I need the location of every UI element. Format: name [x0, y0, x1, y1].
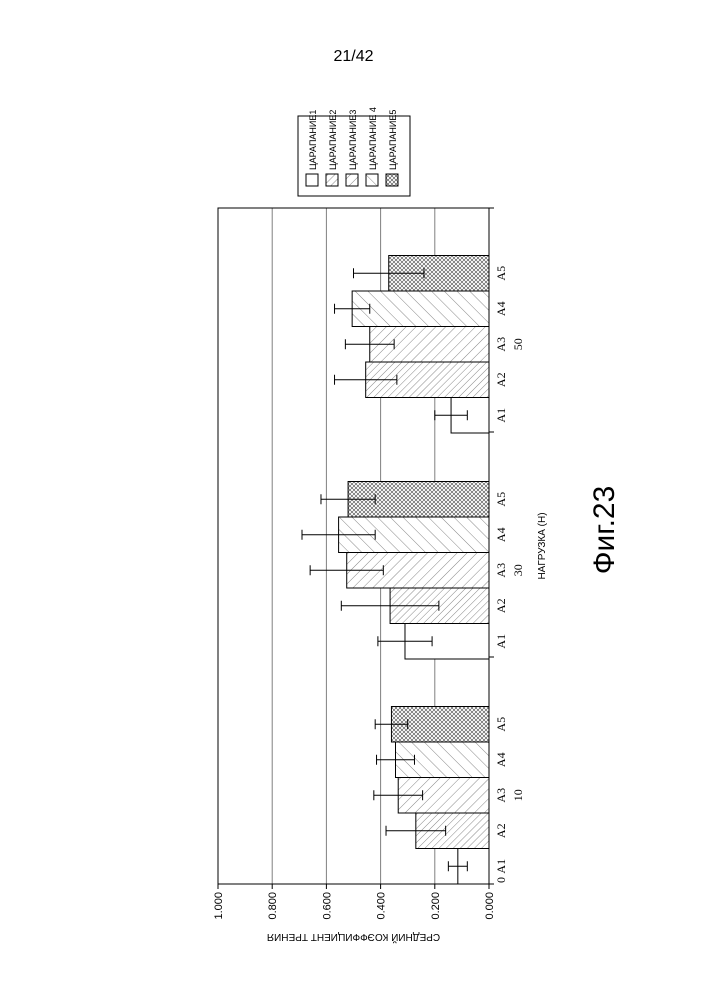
y-tick-label: 1.000: [213, 892, 225, 920]
category-label: A4: [494, 301, 508, 316]
group-label: 30: [511, 564, 525, 576]
category-label: A5: [494, 717, 508, 732]
y-tick-label: 0.200: [430, 892, 442, 920]
legend: ЦАРАПАНИЕ1 ЦАРАПАНИЕ2 ЦАРАПАНИЕ3 ЦАРАПАНИЕ …: [298, 107, 410, 196]
category-label: A1: [494, 408, 508, 423]
legend-label: ЦАРАПАНИЕ3: [348, 110, 358, 170]
legend-swatch: [346, 174, 358, 186]
legend-label: ЦАРАПАНИЕ2: [328, 110, 338, 170]
legend-label: ЦАРАПАНИЕ 4: [368, 107, 378, 170]
legend-label: ЦАРАПАНИЕ1: [308, 110, 318, 170]
category-label: A2: [494, 372, 508, 387]
category-label: A3: [494, 337, 508, 352]
legend-swatch: [326, 174, 338, 186]
category-label: A5: [494, 266, 508, 281]
y-tick-label: 0.400: [376, 892, 388, 920]
category-label: A2: [494, 823, 508, 838]
y-tick-label: 0.800: [267, 892, 279, 920]
group-label: 50: [511, 338, 525, 350]
bars: [302, 256, 489, 885]
y-tick-label: 0.600: [321, 892, 333, 920]
category-label: A3: [494, 563, 508, 578]
legend-swatch: [306, 174, 318, 186]
category-label: A1: [494, 859, 508, 874]
figure-label: Фиг.23: [588, 486, 622, 575]
category-label: A5: [494, 492, 508, 507]
category-label: A4: [494, 752, 508, 767]
group-label: 10: [511, 789, 525, 801]
category-label: A2: [494, 598, 508, 613]
x-axis-label: НАГРУЗКА (Н): [537, 512, 548, 579]
y-tick-label: 0.000: [484, 892, 496, 920]
legend-swatch: [366, 174, 378, 186]
legend-swatch: [386, 174, 398, 186]
category-label: A1: [494, 634, 508, 649]
y-axis-label: СРЕДНИЙ КОЭФФИЦИЕНТ ТРЕНИЯ: [267, 931, 440, 944]
category-label: A4: [494, 527, 508, 542]
category-label: A3: [494, 788, 508, 803]
x-zero-label: 0: [494, 877, 508, 883]
legend-label: ЦАРАПАНИЕ5: [388, 110, 398, 170]
bar-50-A4: [352, 291, 489, 327]
